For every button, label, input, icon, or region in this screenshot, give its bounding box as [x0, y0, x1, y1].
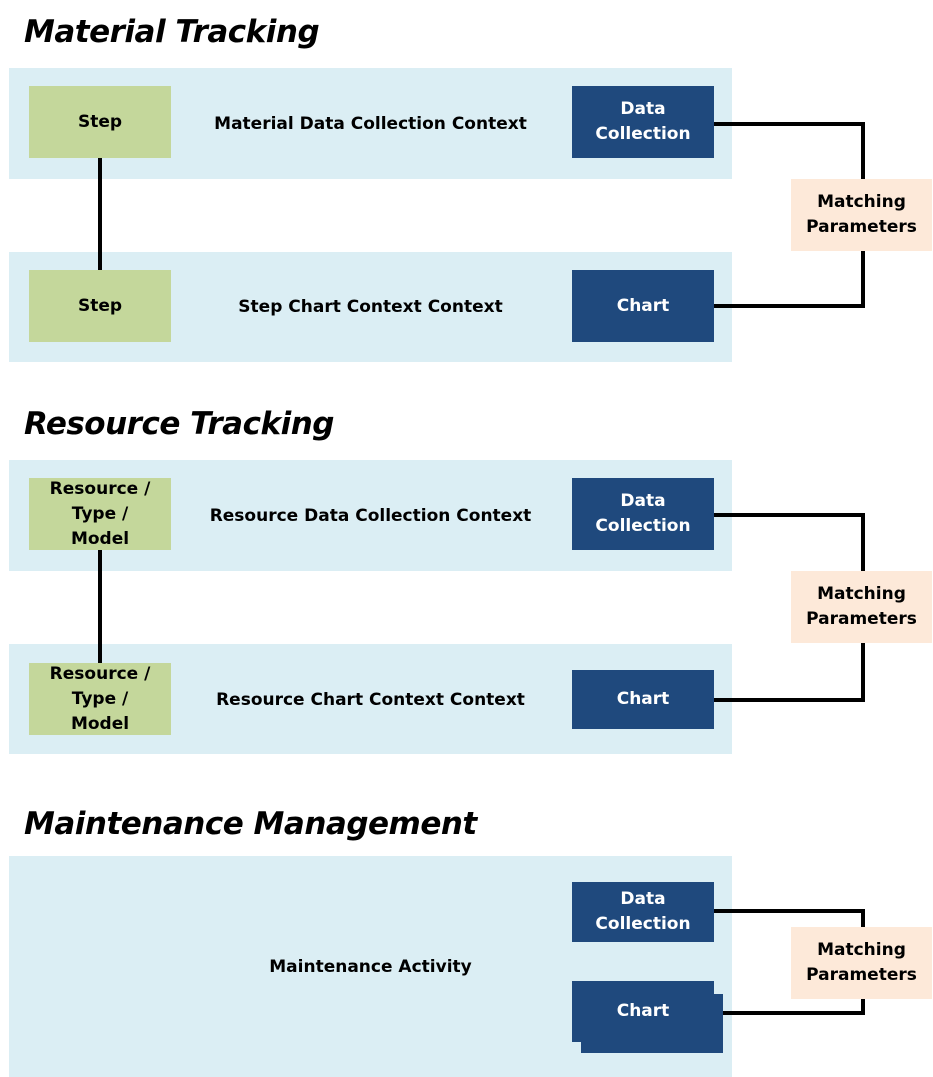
connector-line [714, 304, 865, 308]
chart-box: Chart [572, 670, 714, 729]
chart-box: Chart [572, 270, 714, 342]
context-label: Resource Data Collection Context [209, 506, 532, 526]
connector-line [714, 122, 865, 126]
connector-line [714, 1011, 865, 1015]
context-label: Step Chart Context Context [238, 297, 503, 317]
connector-line [714, 513, 865, 517]
matching-parameters-box: Matching Parameters [791, 927, 932, 999]
context-label: Material Data Collection Context [214, 114, 527, 134]
connector-line [861, 643, 865, 702]
resource-type-model-box: Resource / Type / Model [29, 663, 171, 735]
connector-line [861, 251, 865, 308]
connector-line [714, 698, 865, 702]
section-title-material: Material Tracking [24, 14, 320, 50]
resource-type-model-box: Resource / Type / Model [29, 478, 171, 550]
connector-line [861, 909, 865, 927]
matching-parameters-box: Matching Parameters [791, 179, 932, 251]
context-label: Resource Chart Context Context [216, 690, 525, 710]
data-collection-box: Data Collection [572, 86, 714, 158]
connector-line [98, 550, 102, 663]
data-collection-box: Data Collection [572, 882, 714, 942]
connector-line [861, 122, 865, 179]
context-label: Maintenance Activity [269, 957, 472, 977]
data-collection-box: Data Collection [572, 478, 714, 550]
chart-box: Chart [572, 981, 714, 1042]
connector-line [861, 513, 865, 571]
step-box: Step [29, 270, 171, 342]
section-title-maintenance: Maintenance Management [24, 806, 477, 842]
connector-line [861, 999, 865, 1015]
section-title-resource: Resource Tracking [24, 406, 334, 442]
connector-line [714, 909, 865, 913]
connector-line [98, 158, 102, 270]
step-box: Step [29, 86, 171, 158]
matching-parameters-box: Matching Parameters [791, 571, 932, 643]
